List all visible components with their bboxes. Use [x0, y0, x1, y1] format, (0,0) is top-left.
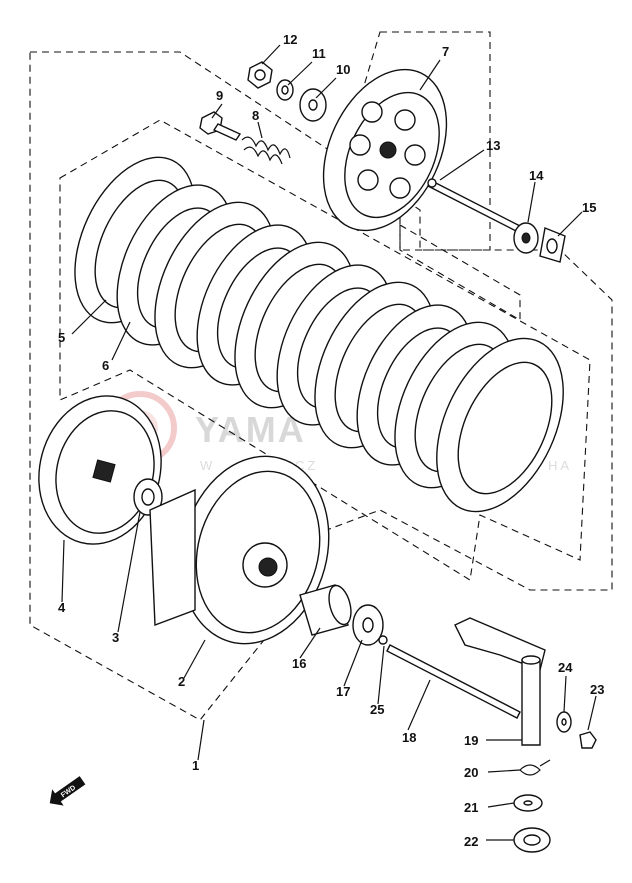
clutch-nut — [247, 61, 273, 89]
forward-arrow-icon — [49, 776, 86, 806]
pressure-plate — [322, 68, 448, 232]
push-rod-bearing — [513, 222, 539, 254]
thrust-washer — [539, 227, 566, 263]
push-rod-short — [427, 178, 521, 233]
callout-5: 5 — [58, 330, 65, 345]
callout-19: 19 — [464, 733, 478, 748]
return-spring — [519, 759, 551, 776]
clutch-boss — [38, 395, 162, 545]
callout-14: 14 — [529, 168, 544, 183]
lever-washer — [556, 711, 572, 733]
clutch-plate-stack — [74, 156, 564, 513]
spacer-washer — [352, 604, 384, 646]
callout-2: 2 — [178, 674, 185, 689]
push-lever-shaft — [454, 617, 546, 746]
pressure-plate-boundary — [329, 31, 491, 251]
shaft-washer — [513, 794, 543, 812]
callout-3: 3 — [112, 630, 119, 645]
callout-20: 20 — [464, 765, 478, 780]
watermark-brand: YAMA — [195, 409, 306, 450]
push-ball — [378, 635, 388, 645]
plates-group-boundary — [59, 119, 591, 581]
lever-bolt — [579, 731, 597, 749]
callout-25: 25 — [370, 702, 384, 717]
boss-thrust-washer — [133, 478, 163, 516]
callout-10: 10 — [336, 62, 350, 77]
callout-12: 12 — [283, 32, 297, 47]
watermark-subtext: W — [200, 458, 215, 473]
leader-lines — [61, 44, 597, 841]
callout-1: 1 — [192, 758, 199, 773]
clutch-housing — [149, 455, 330, 645]
callout-15: 15 — [582, 200, 596, 215]
callout-8: 8 — [252, 108, 259, 123]
forward-arrow: FWD — [49, 776, 86, 806]
clutch-bolt — [199, 111, 242, 141]
push-rod-long — [386, 644, 521, 719]
callout-18: 18 — [402, 730, 416, 745]
callout-16: 16 — [292, 656, 306, 671]
callout-labels: 12 11 10 7 9 8 13 14 15 5 6 4 3 2 16 17 … — [58, 32, 604, 849]
watermark-subtext-end: HA — [548, 458, 572, 473]
lock-washer — [276, 79, 294, 101]
callout-22: 22 — [464, 834, 478, 849]
assembly-boundary — [29, 51, 613, 721]
callout-23: 23 — [590, 682, 604, 697]
callout-11: 11 — [312, 46, 326, 61]
callout-7: 7 — [442, 44, 449, 59]
callout-21: 21 — [464, 800, 478, 815]
callout-9: 9 — [216, 88, 223, 103]
clutch-spring — [241, 136, 291, 165]
callout-17: 17 — [336, 684, 350, 699]
callout-24: 24 — [558, 660, 573, 675]
callout-4: 4 — [58, 600, 66, 615]
forward-arrow-label: FWD — [60, 784, 77, 799]
spacer — [299, 584, 352, 636]
callout-6: 6 — [102, 358, 109, 373]
oil-seal — [513, 827, 551, 853]
plain-washer — [299, 88, 327, 122]
callout-13: 13 — [486, 138, 500, 153]
